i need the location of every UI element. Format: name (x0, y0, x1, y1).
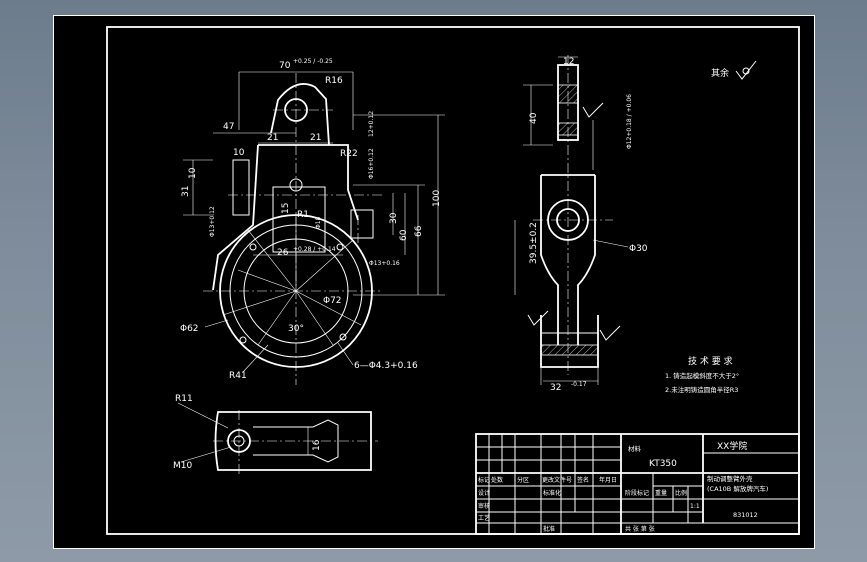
tech-req-title: 技 术 要 求 (688, 355, 733, 367)
side-view: 12 40 Φ12+0.18 / +0.06 Φ30 39.5±0.2 32 -… (514, 55, 648, 393)
tb-hdr-file: 更改文件号 (542, 476, 572, 484)
tb-hdr-zone: 分区 (517, 476, 529, 484)
dim-26-tol: +0.28 / +0.14 (293, 246, 336, 253)
tb-row-designer: 设计 (478, 489, 490, 497)
side-dim-32-tol: -0.17 (571, 381, 587, 388)
tb-row-approve: 批准 (543, 525, 555, 533)
inner-border (106, 26, 800, 535)
dim-holes: 6—Φ4.3+0.16 (354, 361, 418, 371)
tb-stage-label: 阶段标记 (625, 489, 649, 497)
tb-row-standard: 标准化 (543, 489, 561, 497)
dim-70-tol: +0.25 / -0.25 (293, 58, 333, 65)
side-dim-40: 40 (529, 112, 539, 124)
dim-r1: R1 (297, 210, 309, 220)
side-dim-phi12: Φ12+0.18 / +0.06 (626, 94, 633, 149)
roughness-label: 其余 (711, 67, 729, 79)
tb-hdr-count: 处数 (491, 476, 503, 484)
dim-15: 15 (281, 203, 291, 214)
side-dim-39: 39.5±0.2 (529, 222, 539, 264)
tb-school: XX学院 (717, 440, 747, 452)
dim-12-tol: 12+0.12 (368, 111, 375, 137)
bottom-dim-16: 16 (312, 439, 322, 451)
tb-hdr-mark: 标记 (478, 476, 490, 484)
tb-sheets: 共 张 第 张 (625, 525, 655, 533)
dim-angle: 30° (288, 324, 304, 334)
bottom-dim-r11: R11 (175, 394, 193, 404)
dim-phi16: Φ16+0.12 (368, 148, 375, 179)
cad-viewport[interactable]: 其余 (53, 15, 815, 549)
tb-hdr-date: 年月日 (599, 476, 617, 484)
tech-req-item-1: 1. 铸造起模斜度不大于2° (665, 371, 739, 380)
tb-material-label: 材料 (628, 444, 642, 453)
dim-phi72: Φ72 (323, 296, 342, 306)
tb-weight-label: 重量 (655, 489, 667, 497)
bottom-dim-m10: M10 (173, 461, 192, 471)
dim-30: 30 (389, 212, 399, 224)
dim-31: 31 (181, 186, 191, 197)
roughness-symbol: 其余 (711, 60, 757, 80)
tb-row-check: 审核 (478, 502, 490, 510)
tech-req-item-2: 2.未注明铸造圆角半径R3 (665, 385, 738, 394)
tb-drawing-no: 831012 (733, 511, 758, 519)
dim-21a: 21 (267, 133, 278, 143)
dim-r16: R16 (325, 76, 343, 86)
side-dim-32: 32 (550, 383, 561, 393)
front-view: 70 +0.25 / -0.25 R16 47 21 21 12+0.12 R2… (180, 58, 445, 385)
dim-10b: 10 (188, 167, 198, 179)
side-dim-phi30: Φ30 (629, 244, 648, 254)
side-dim-12: 12 (563, 57, 574, 67)
dim-21b: 21 (310, 133, 321, 143)
dim-phi62: Φ62 (180, 324, 199, 334)
dim-phi13b: Φ13+0.16 (369, 260, 400, 267)
tb-row-process: 工艺 (478, 514, 490, 522)
tb-part-name-2: (CA10B 解放牌汽车) (707, 484, 768, 493)
dim-100: 100 (432, 190, 442, 207)
outer-border (53, 15, 815, 549)
tb-part-name-1: 制动调整臂外壳 (707, 474, 753, 483)
dim-47: 47 (223, 122, 234, 132)
dim-r22: R22 (340, 149, 358, 159)
dim-60: 60 (399, 229, 409, 241)
title-block: 材料 KT350 XX学院 制动调整臂外壳 (CA10B 解放牌汽车) 8310… (475, 433, 800, 535)
dim-10: 10 (233, 148, 245, 158)
dim-70: 70 (279, 61, 291, 71)
tb-scale: 1:1 (690, 503, 700, 510)
dim-phi13: Φ13+0.12 (209, 206, 216, 237)
dim-phi18: Φ18 (315, 216, 322, 229)
engineering-drawing: 其余 (53, 15, 815, 549)
tb-hdr-sign: 签名 (577, 476, 589, 484)
bottom-view: R11 M10 16 (173, 394, 378, 475)
tb-scale-label: 比例 (675, 489, 687, 497)
dim-r41: R41 (229, 371, 247, 381)
dim-66: 66 (414, 225, 424, 237)
dim-26: 26 (277, 248, 289, 258)
tb-material: KT350 (649, 459, 677, 469)
tech-requirements: 技 术 要 求 1. 铸造起模斜度不大于2° 2.未注明铸造圆角半径R3 (665, 355, 739, 394)
